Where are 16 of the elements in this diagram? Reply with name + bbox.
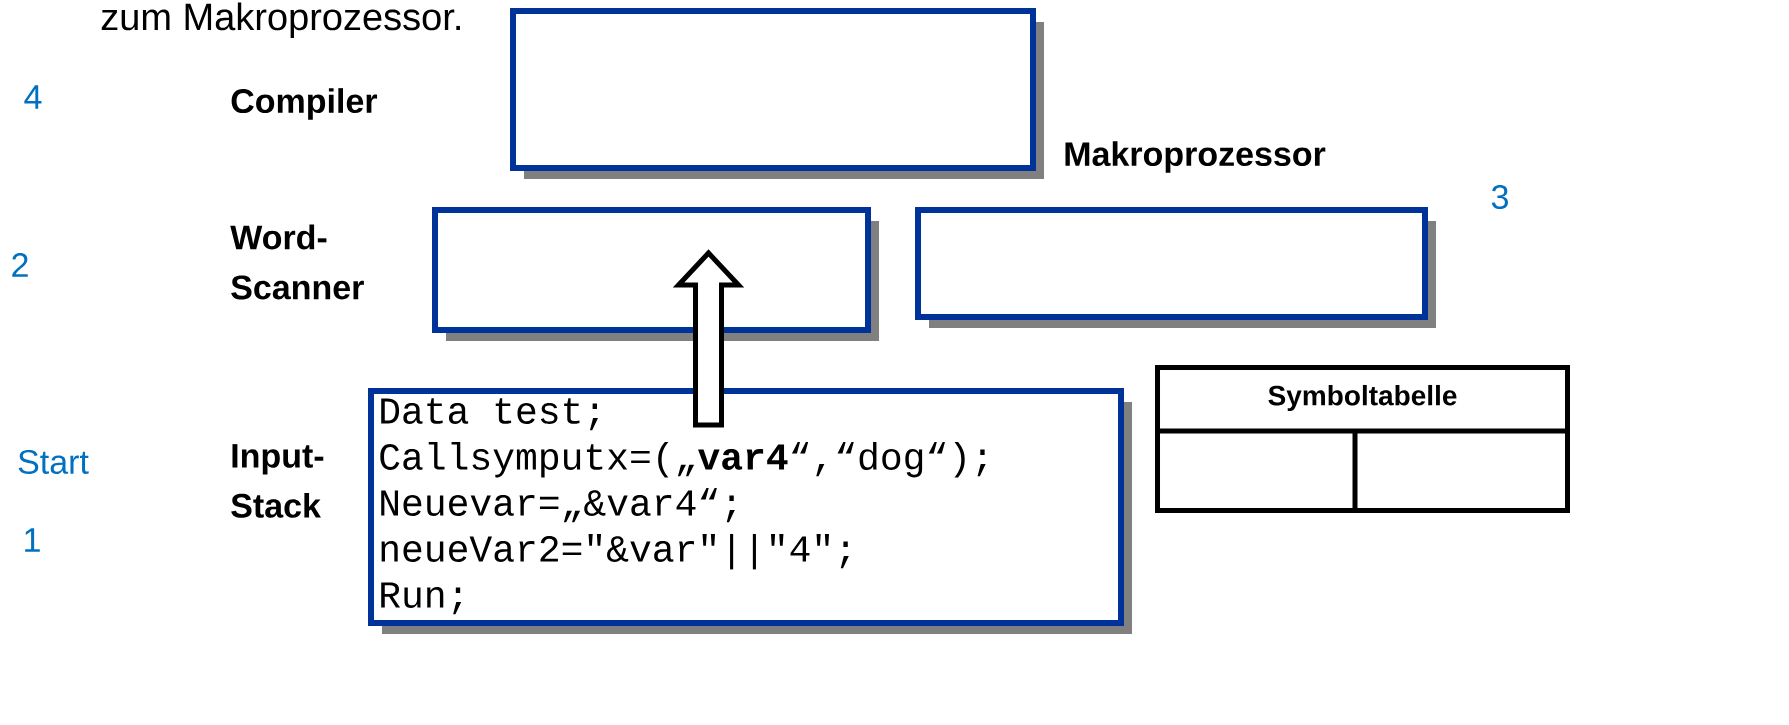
box-label: Input-Stack [231, 444, 324, 518]
step-number: 1 [25, 528, 40, 552]
step-number: 2 [12, 253, 28, 277]
box-label: Word-Scanner [230, 224, 364, 300]
step-number: 3 [1491, 184, 1508, 210]
code-box: Data test; Callsymputx=(„var4“,“dog“); Neuevar=„&var4“; neueVar2="&var"||"4"; Run; [368, 388, 1132, 634]
process-box [432, 207, 879, 341]
box-label: Makroprozessor [1065, 141, 1326, 173]
table: Symboltabelle [1155, 365, 1570, 513]
note-text: zum Makroprozessor. [101, 2, 460, 38]
process-box [915, 207, 1436, 328]
step-number: Start [18, 449, 89, 475]
process-box [510, 8, 1044, 179]
step-number: 4 [24, 85, 42, 109]
box-label: Compiler [231, 88, 378, 120]
arrow [672, 249, 745, 428]
